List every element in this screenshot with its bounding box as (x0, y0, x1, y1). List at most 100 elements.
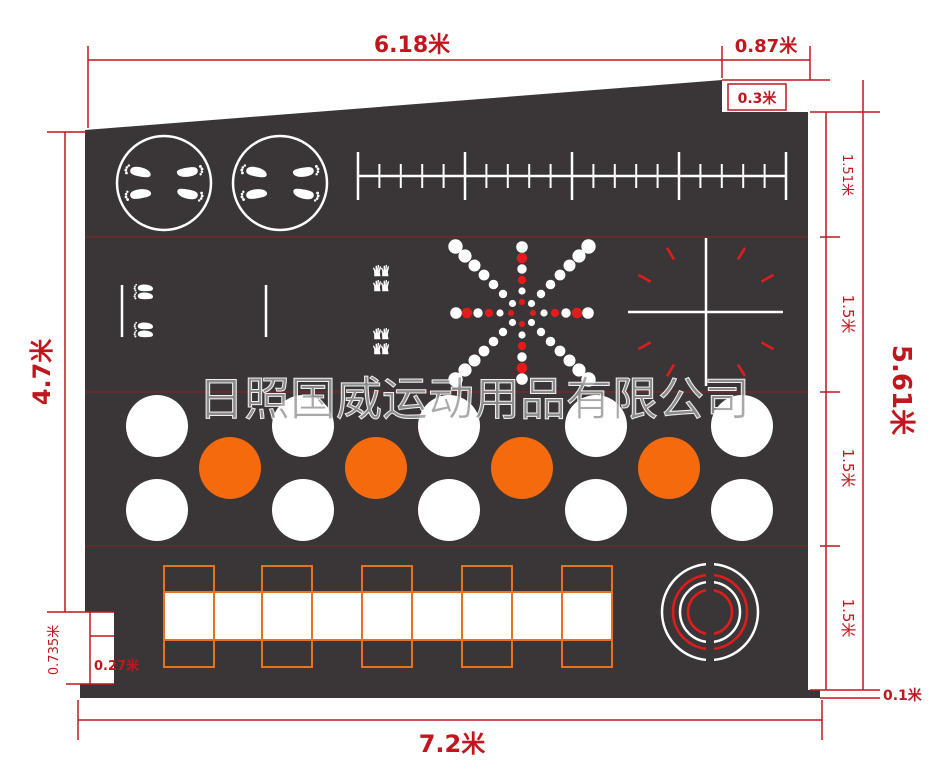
agility-dot (545, 336, 556, 347)
dim-notch-height: 0.3米 (738, 90, 778, 107)
reaction-tick (736, 247, 747, 260)
orange-spot (491, 437, 553, 499)
agility-dot (468, 259, 481, 272)
agility-dot (581, 239, 596, 254)
agility-dot (478, 345, 490, 357)
agility-dot (498, 327, 508, 337)
reaction-tick (760, 341, 775, 351)
ladder-outline (163, 591, 613, 641)
agility-dot (458, 249, 472, 263)
agility-dot (468, 354, 481, 367)
agility-dot (517, 341, 527, 351)
agility-dot (448, 239, 463, 254)
company-watermark: 日照国威运动用品有限公司 (198, 372, 750, 426)
agility-dot (572, 363, 586, 377)
measuring-ruler (356, 152, 788, 200)
dim-bottom-offset: 0.1米 (883, 687, 923, 704)
agility-dot (540, 309, 548, 317)
footprint-circle-2 (231, 134, 329, 232)
agility-dot (518, 287, 526, 295)
agility-dot (473, 308, 483, 318)
white-spot (272, 479, 334, 541)
agility-dot (517, 264, 527, 274)
white-spot (565, 395, 627, 457)
dim-row-2: 1.5米 (839, 295, 857, 334)
agility-dot (563, 259, 576, 272)
agility-dot (536, 289, 546, 299)
agility-dot (550, 308, 560, 318)
agility-dot (582, 307, 594, 319)
dim-top-width: 6.18米 (374, 33, 451, 58)
white-spot (711, 479, 773, 541)
dim-corner-height: 0.735米 (47, 625, 62, 675)
agility-dot (496, 309, 504, 317)
reaction-tick (637, 341, 652, 351)
agility-dot (518, 331, 526, 339)
agility-dot (545, 279, 556, 290)
agility-dot (563, 354, 576, 367)
agility-dot (484, 308, 494, 318)
agility-dot (478, 269, 490, 281)
white-spot (565, 479, 627, 541)
agility-dot (518, 298, 526, 306)
orange-spot (199, 437, 261, 499)
dim-row-1: 1.51米 (839, 154, 854, 196)
agility-dot (561, 308, 571, 318)
agility-dot (507, 309, 515, 317)
orange-spot (345, 437, 407, 499)
footprint-circle-1 (115, 134, 213, 232)
reaction-tick (760, 273, 775, 283)
agility-dot (571, 307, 583, 319)
mat-corner-notch (80, 612, 114, 684)
agility-dot (517, 275, 527, 285)
dim-top-right-width: 0.87米 (735, 35, 798, 57)
agility-dot (488, 279, 499, 290)
agility-dot (581, 372, 596, 387)
agility-dot (516, 241, 528, 253)
dim-row-3: 1.5米 (839, 449, 857, 488)
reaction-tick (736, 364, 747, 377)
dimension-lines (47, 46, 880, 740)
white-spot (418, 479, 480, 541)
hopscotch-spots (126, 395, 773, 541)
reaction-tick (665, 364, 676, 377)
reaction-tick (637, 273, 652, 283)
white-spot (126, 395, 188, 457)
target-rings (660, 560, 760, 664)
dim-bottom-width: 7.2米 (419, 730, 486, 758)
agility-dot (498, 289, 508, 299)
white-spot (126, 479, 188, 541)
agility-dot (488, 336, 499, 347)
white-spot (418, 395, 480, 457)
ladder-strip (163, 565, 613, 668)
orange-spot (638, 437, 700, 499)
agility-dot (518, 320, 526, 328)
dim-right-height: 5.61米 (886, 345, 916, 435)
agility-dot (448, 372, 463, 387)
dim-corner-width: 0.27米 (94, 658, 140, 674)
agility-dot (554, 345, 566, 357)
agility-dot (529, 309, 537, 317)
agility-dot (458, 363, 472, 377)
agility-dot (461, 307, 473, 319)
agility-dot (450, 307, 462, 319)
agility-dot (527, 299, 536, 308)
agility-dot (516, 373, 528, 385)
dim-left-height: 4.7米 (28, 339, 56, 406)
dim-row-4: 1.5米 (839, 599, 857, 638)
agility-dot (536, 327, 546, 337)
agility-dot (516, 362, 528, 374)
agility-dot (527, 318, 536, 327)
agility-dot (508, 318, 517, 327)
agility-dot (508, 299, 517, 308)
mat-body (80, 80, 820, 698)
agility-dot (572, 249, 586, 263)
standing-long-jump-zone (120, 283, 268, 338)
agility-dot (517, 352, 527, 362)
white-spot (272, 395, 334, 457)
reaction-cross (628, 238, 783, 386)
white-spot (711, 395, 773, 457)
agility-star-dots (448, 239, 596, 387)
reaction-tick (665, 247, 676, 260)
